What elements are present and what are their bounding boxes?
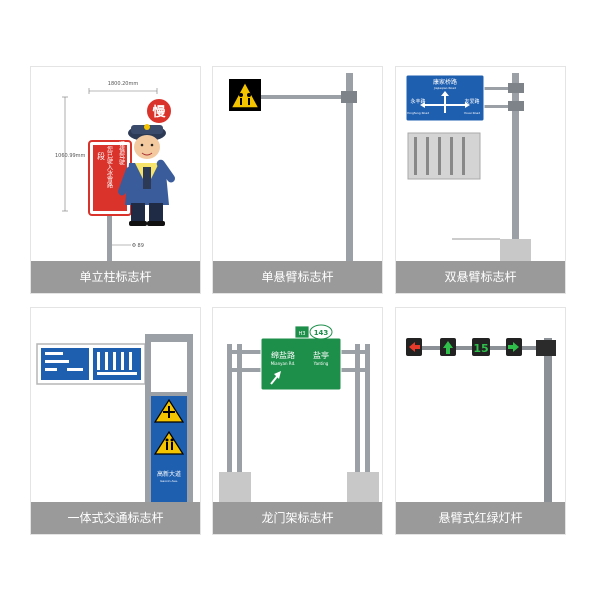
- signal-green-up: [440, 338, 456, 356]
- dimension-height-label: 1060.99mm: [55, 153, 86, 159]
- guide-sign: H3 143 绵盐路 Mianyan Rd. 盐亭 Yanting: [260, 324, 342, 391]
- sign-left-pinyin: Yongfeng Road: [407, 111, 429, 115]
- gantry-illustration: H3 143 绵盐路 Mianyan Rd. 盐亭 Yanting: [213, 324, 382, 534]
- single-cantilever-illustration: [213, 73, 382, 293]
- pedestrian-warning-icon: [153, 430, 185, 455]
- card-double-cantilever[interactable]: 康家桥路 Jiajiaqiao Road 永丰路 Yongfeng Road 友…: [395, 66, 566, 294]
- left-pole: [227, 344, 232, 484]
- signal-green-right: [506, 338, 522, 356]
- integrated-pole-illustration: 高新大道 Gaoxin Ave.: [31, 334, 200, 534]
- card-traffic-light-pole[interactable]: 15 悬臂式红绿灯杆: [395, 307, 566, 535]
- police-figure-icon: [118, 124, 176, 226]
- direction-sign: 康家桥路 Jiajiaqiao Road 永丰路 Yongfeng Road 友…: [405, 74, 485, 122]
- pole: [107, 207, 112, 267]
- pole: [512, 73, 519, 253]
- card-caption: 双悬臂标志杆: [396, 261, 565, 293]
- sign-left-text: 永丰路: [410, 98, 425, 105]
- slow-badge-text: 慢: [152, 104, 166, 120]
- countdown-number: 15: [473, 342, 488, 355]
- panel-sign-text: 高新大道: [157, 470, 181, 478]
- card-caption: 单悬臂标志杆: [213, 261, 382, 293]
- sign-top-pinyin: Jiajiaqiao Road: [433, 86, 456, 90]
- sign-line-1: 段: [97, 151, 105, 161]
- sign-right-pinyin: Youai Road: [464, 111, 480, 115]
- pole: [544, 338, 552, 514]
- slow-badge: [145, 97, 173, 125]
- pole: [346, 73, 353, 283]
- sign-right-pinyin: Yanting: [313, 361, 329, 366]
- double-cantilever-illustration: 康家桥路 Jiajiaqiao Road 永丰路 Yongfeng Road 友…: [396, 73, 565, 293]
- crossroad-warning-icon: [153, 398, 185, 423]
- card-caption: 单立柱标志杆: [31, 261, 200, 293]
- sign-left-pinyin: Mianyan Rd.: [271, 361, 296, 366]
- sign-left-text: 绵盐路: [271, 350, 295, 360]
- sign-back-panel: [407, 132, 481, 180]
- sign-right-text: 友爱路: [464, 98, 479, 105]
- card-gantry[interactable]: H3 143 绵盐路 Mianyan Rd. 盐亭 Yanting 龙门架标志杆: [212, 307, 383, 535]
- card-caption: 龙门架标志杆: [213, 502, 382, 534]
- cantilever-arm: [251, 95, 351, 99]
- sign-right-text: 盐亭: [313, 350, 329, 360]
- panel-sign-pinyin: Gaoxin Ave.: [160, 479, 178, 483]
- countdown-display: 15: [472, 338, 490, 356]
- card-single-cantilever[interactable]: 单悬臂标志杆: [212, 66, 383, 294]
- sign-line-3: 您已驶入冰雪路: [106, 145, 113, 189]
- sign-line-2: 谨慎驾驶: [118, 140, 125, 166]
- route-number: 143: [314, 329, 329, 337]
- card-integrated-pole[interactable]: 高新大道 Gaoxin Ave. 一体式交通标志杆: [30, 307, 201, 535]
- warning-triangle-icon: [229, 79, 261, 111]
- route-prefix: H3: [299, 331, 306, 337]
- single-pole-illustration: 1800.20mm 1060.99mm Φ 89 段 谨慎驾驶 您已驶入冰雪路: [31, 81, 200, 293]
- sign-top-text: 康家桥路: [433, 78, 457, 86]
- card-single-pole[interactable]: 1800.20mm 1060.99mm Φ 89 段 谨慎驾驶 您已驶入冰雪路: [30, 66, 201, 294]
- right-pole: [355, 344, 360, 484]
- signal-red-left: [406, 338, 422, 356]
- card-caption: 悬臂式红绿灯杆: [396, 502, 565, 534]
- traffic-light-illustration: 15: [396, 338, 565, 534]
- dimension-width-label: 1800.20mm: [108, 81, 139, 87]
- dimension-pole-label: Φ 89: [132, 243, 144, 249]
- card-caption: 一体式交通标志杆: [31, 502, 200, 534]
